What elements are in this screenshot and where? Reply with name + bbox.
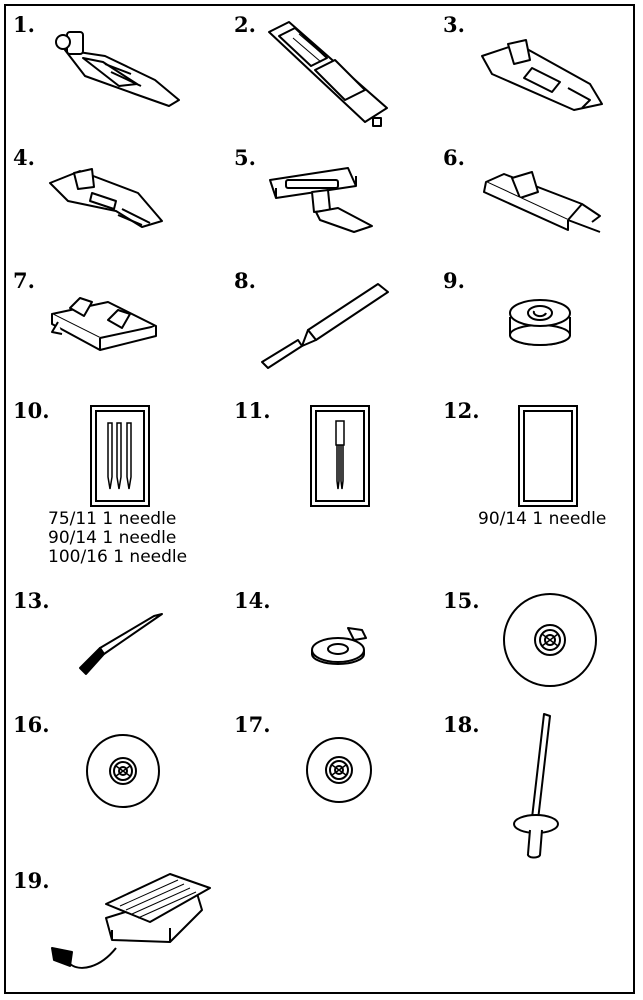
item-number-9: 9. (443, 268, 465, 293)
overcasting-foot-icon (478, 38, 604, 112)
ball-point-needle-caption: 90/14 1 needle (478, 510, 606, 529)
item-number-14: 14. (234, 588, 271, 613)
item-number-16: 16. (13, 712, 50, 737)
item-number-4: 4. (13, 145, 35, 170)
item-number-2: 2. (234, 12, 256, 37)
item-number-3: 3. (443, 12, 465, 37)
needle-caption-line: 75/11 1 needle (48, 509, 177, 529)
button-fitting-foot-icon (48, 296, 158, 354)
foot-controller-icon (50, 868, 220, 983)
item-number-11: 11. (234, 398, 271, 423)
item-number-7: 7. (13, 268, 35, 293)
item-number-5: 5. (234, 145, 256, 170)
seam-ripper-icon (260, 282, 390, 372)
zipper-foot-icon (268, 160, 378, 234)
needle-caption-line: 100/16 1 needle (48, 547, 188, 567)
cleaning-brush-icon (78, 612, 164, 678)
item-number-19: 19. (13, 868, 50, 893)
buttonhole-foot-icon (265, 18, 390, 130)
spool-cap-medium-icon (85, 733, 161, 809)
needle-caption-line: 90/14 1 needle (478, 509, 607, 529)
needle-caption-line: 90/14 1 needle (48, 528, 177, 548)
needle-set-caption: 75/11 1 needle 90/14 1 needle 100/16 1 n… (48, 510, 187, 567)
presser-foot-icon (45, 28, 180, 108)
needle-set-icon (90, 405, 150, 507)
item-number-13: 13. (13, 588, 50, 613)
item-number-17: 17. (234, 712, 271, 737)
item-number-12: 12. (443, 398, 480, 423)
accessories-frame (4, 4, 635, 994)
item-number-6: 6. (443, 145, 465, 170)
spool-cap-small-icon (305, 736, 373, 804)
item-number-18: 18. (443, 712, 480, 737)
spool-cap-large-icon (502, 592, 598, 688)
monogramming-foot-icon (46, 165, 164, 229)
item-number-15: 15. (443, 588, 480, 613)
additional-spool-pin-icon (508, 712, 566, 862)
item-number-1: 1. (13, 12, 35, 37)
eyelet-punch-icon (310, 624, 370, 666)
blind-stitch-foot-icon (482, 170, 602, 234)
twin-needle-icon (310, 405, 370, 507)
item-number-8: 8. (234, 268, 256, 293)
item-number-10: 10. (13, 398, 50, 423)
ball-point-needle-icon (518, 405, 578, 507)
bobbin-icon (505, 295, 575, 353)
